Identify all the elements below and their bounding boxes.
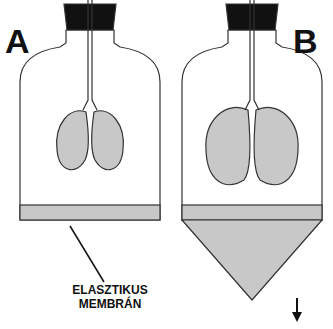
left-lung (57, 111, 89, 170)
stopper (226, 4, 278, 30)
panel-letter: A (5, 22, 39, 61)
panel-letter: B (293, 22, 327, 61)
left-lung (206, 107, 250, 184)
membrane-band (182, 205, 322, 220)
pull-arrow (296, 298, 298, 314)
arrow-head (292, 312, 302, 322)
right-lung (92, 111, 124, 170)
leader-line (70, 226, 104, 282)
trachea (245, 0, 259, 110)
pulled-membrane (182, 220, 322, 300)
jar-a (20, 0, 160, 282)
right-lung (254, 107, 298, 184)
stopper (64, 4, 116, 30)
part-label: ELASZTIKUS MEMBRÁN (58, 284, 162, 312)
trachea (83, 0, 97, 110)
flat-membrane (20, 205, 160, 220)
bell-jar (20, 30, 160, 220)
